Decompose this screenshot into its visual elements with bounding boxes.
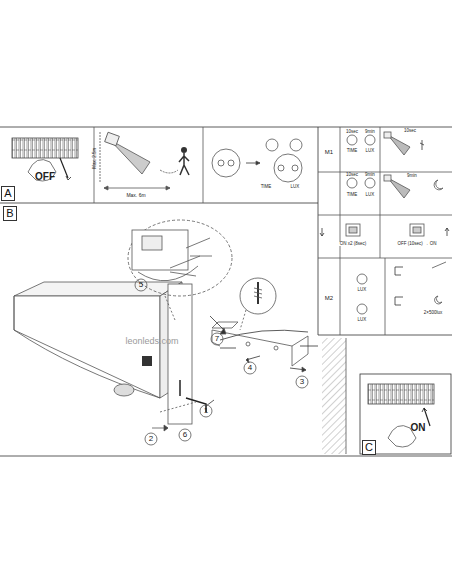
panel-letter-box: B [3,206,17,221]
knob-label: LUX [357,318,368,323]
mode-label: M1 [324,149,334,155]
knob-label: TIME [346,193,359,198]
dimension: Max. 2.5m [94,146,99,169]
setting-value: 10sec [345,130,359,135]
callout-number: 1 [203,407,209,415]
callout-number: 6 [182,431,188,439]
setting-value: 10sec [403,129,417,134]
setting-value: 2×500lux [423,311,443,316]
step-note: ON x2 (8sec) [339,242,368,247]
knob-label: TIME [346,149,359,154]
step-note: OFF (10sec) → ON [396,242,437,247]
panel-letter: C [365,442,373,453]
setting-value: 9min [364,130,376,135]
setting-value: 9min [406,174,418,179]
callout-number: 5 [138,281,144,289]
knob-label: LUX [357,288,368,293]
watermark: leonleds.com [124,337,179,346]
switch-state: ON [410,423,427,433]
knob-label: LUX [365,193,376,198]
callout-number: 4 [247,364,253,372]
panel-letter-box: C [362,440,376,455]
knob-label: LUX [290,185,301,190]
callout-number: 7 [214,335,220,343]
knob-label: TIME [260,185,273,190]
panel-letter-box: A [1,186,15,201]
dimension: Max. 6m [125,193,146,198]
panel-letter: B [6,208,13,219]
knob-label: LUX [365,149,376,154]
switch-state: OFF [34,172,56,182]
panel-letter: A [4,188,11,199]
setting-value: 9min [364,173,376,178]
setting-value: 10sec [345,173,359,178]
callout-number: 3 [299,378,305,386]
mode-label: M2 [324,295,334,301]
callout-number: 2 [148,435,154,443]
